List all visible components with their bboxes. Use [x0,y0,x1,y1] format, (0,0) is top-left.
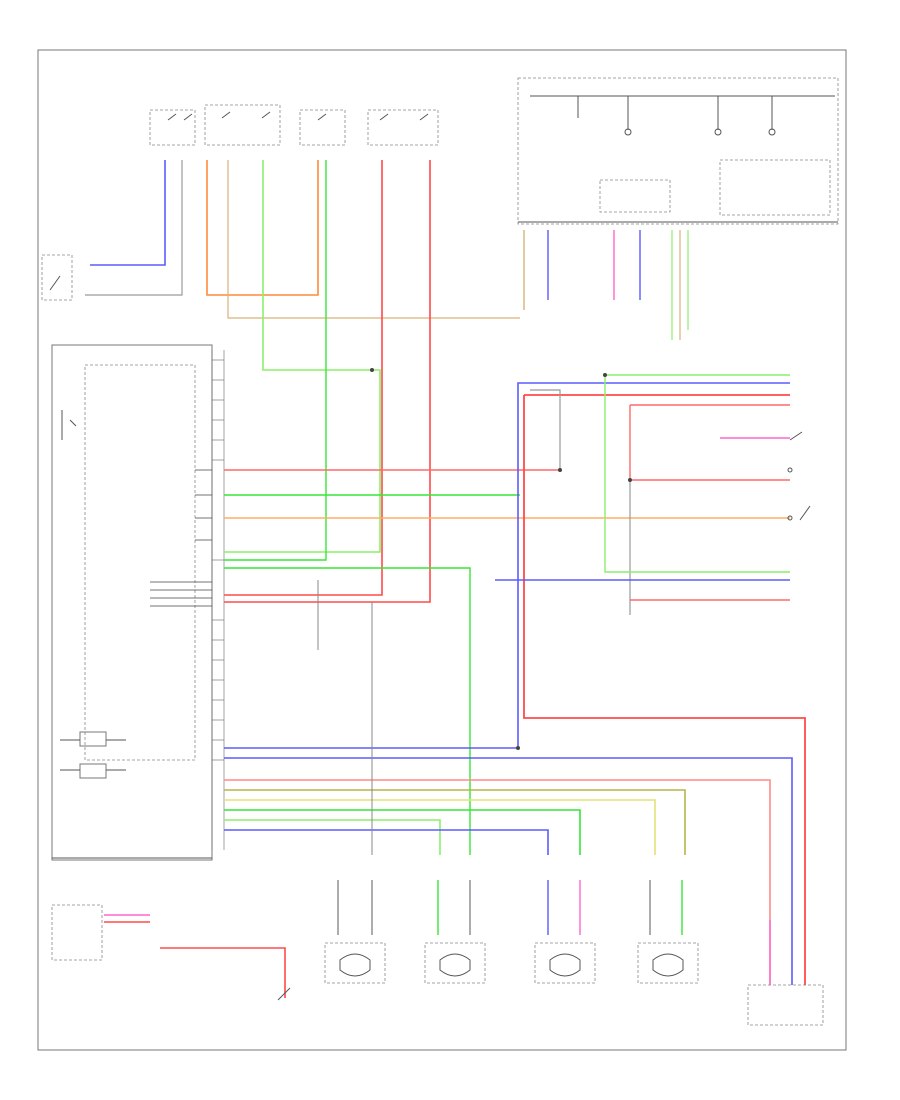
wire-bundle-olive [224,789,686,855]
wire-tan [227,160,520,319]
yaw-rate-sensor [747,920,824,1026]
wire-green-h2 [224,567,471,855]
right-side-switches [787,431,811,521]
wire-green-1 [224,160,381,553]
wire-gray-lower [317,580,373,855]
wire-gray-top [85,160,183,296]
wire-red-1 [224,160,383,596]
wire-green-2 [224,160,327,561]
control-unit [51,344,213,861]
steering-switch [41,254,73,301]
wire-bundle-red [224,779,771,985]
sensor-leads [337,880,683,935]
switch-box-1 [149,109,196,146]
wire-bundle-yellow [224,799,656,855]
wheel-speed-sensors [324,942,699,984]
control-unit-inner [84,364,196,761]
wire-green-right [604,374,790,573]
control-unit-outline [51,344,213,861]
wire-blue-v [224,382,790,749]
wire-bundle-blue2 [224,757,793,985]
wire-bundle-blue [224,829,549,855]
switch-contacts-1 [167,113,193,121]
connector-pin-column [211,350,225,850]
wire-bundle-green [224,809,581,855]
wire-red-right2 [629,404,790,601]
switch-box-4 [367,109,439,146]
wire-blue-top [90,160,166,266]
top-switch-group [149,104,439,146]
switch-box-2 [204,104,281,146]
switch-contacts-2 [221,111,271,119]
junction-dots [370,368,632,750]
power-distribution-box [517,77,839,225]
diagram-frame [37,49,847,1051]
wire-bundle-lgreen [224,819,441,855]
wire-red-2 [224,160,431,603]
switch-contacts-3 [317,113,327,121]
switch-contacts-4 [379,113,429,121]
switch-box-3 [299,109,346,146]
wire-gray-right [530,389,631,615]
brake-switch-area [51,904,291,1001]
wire-red-long [523,394,806,985]
